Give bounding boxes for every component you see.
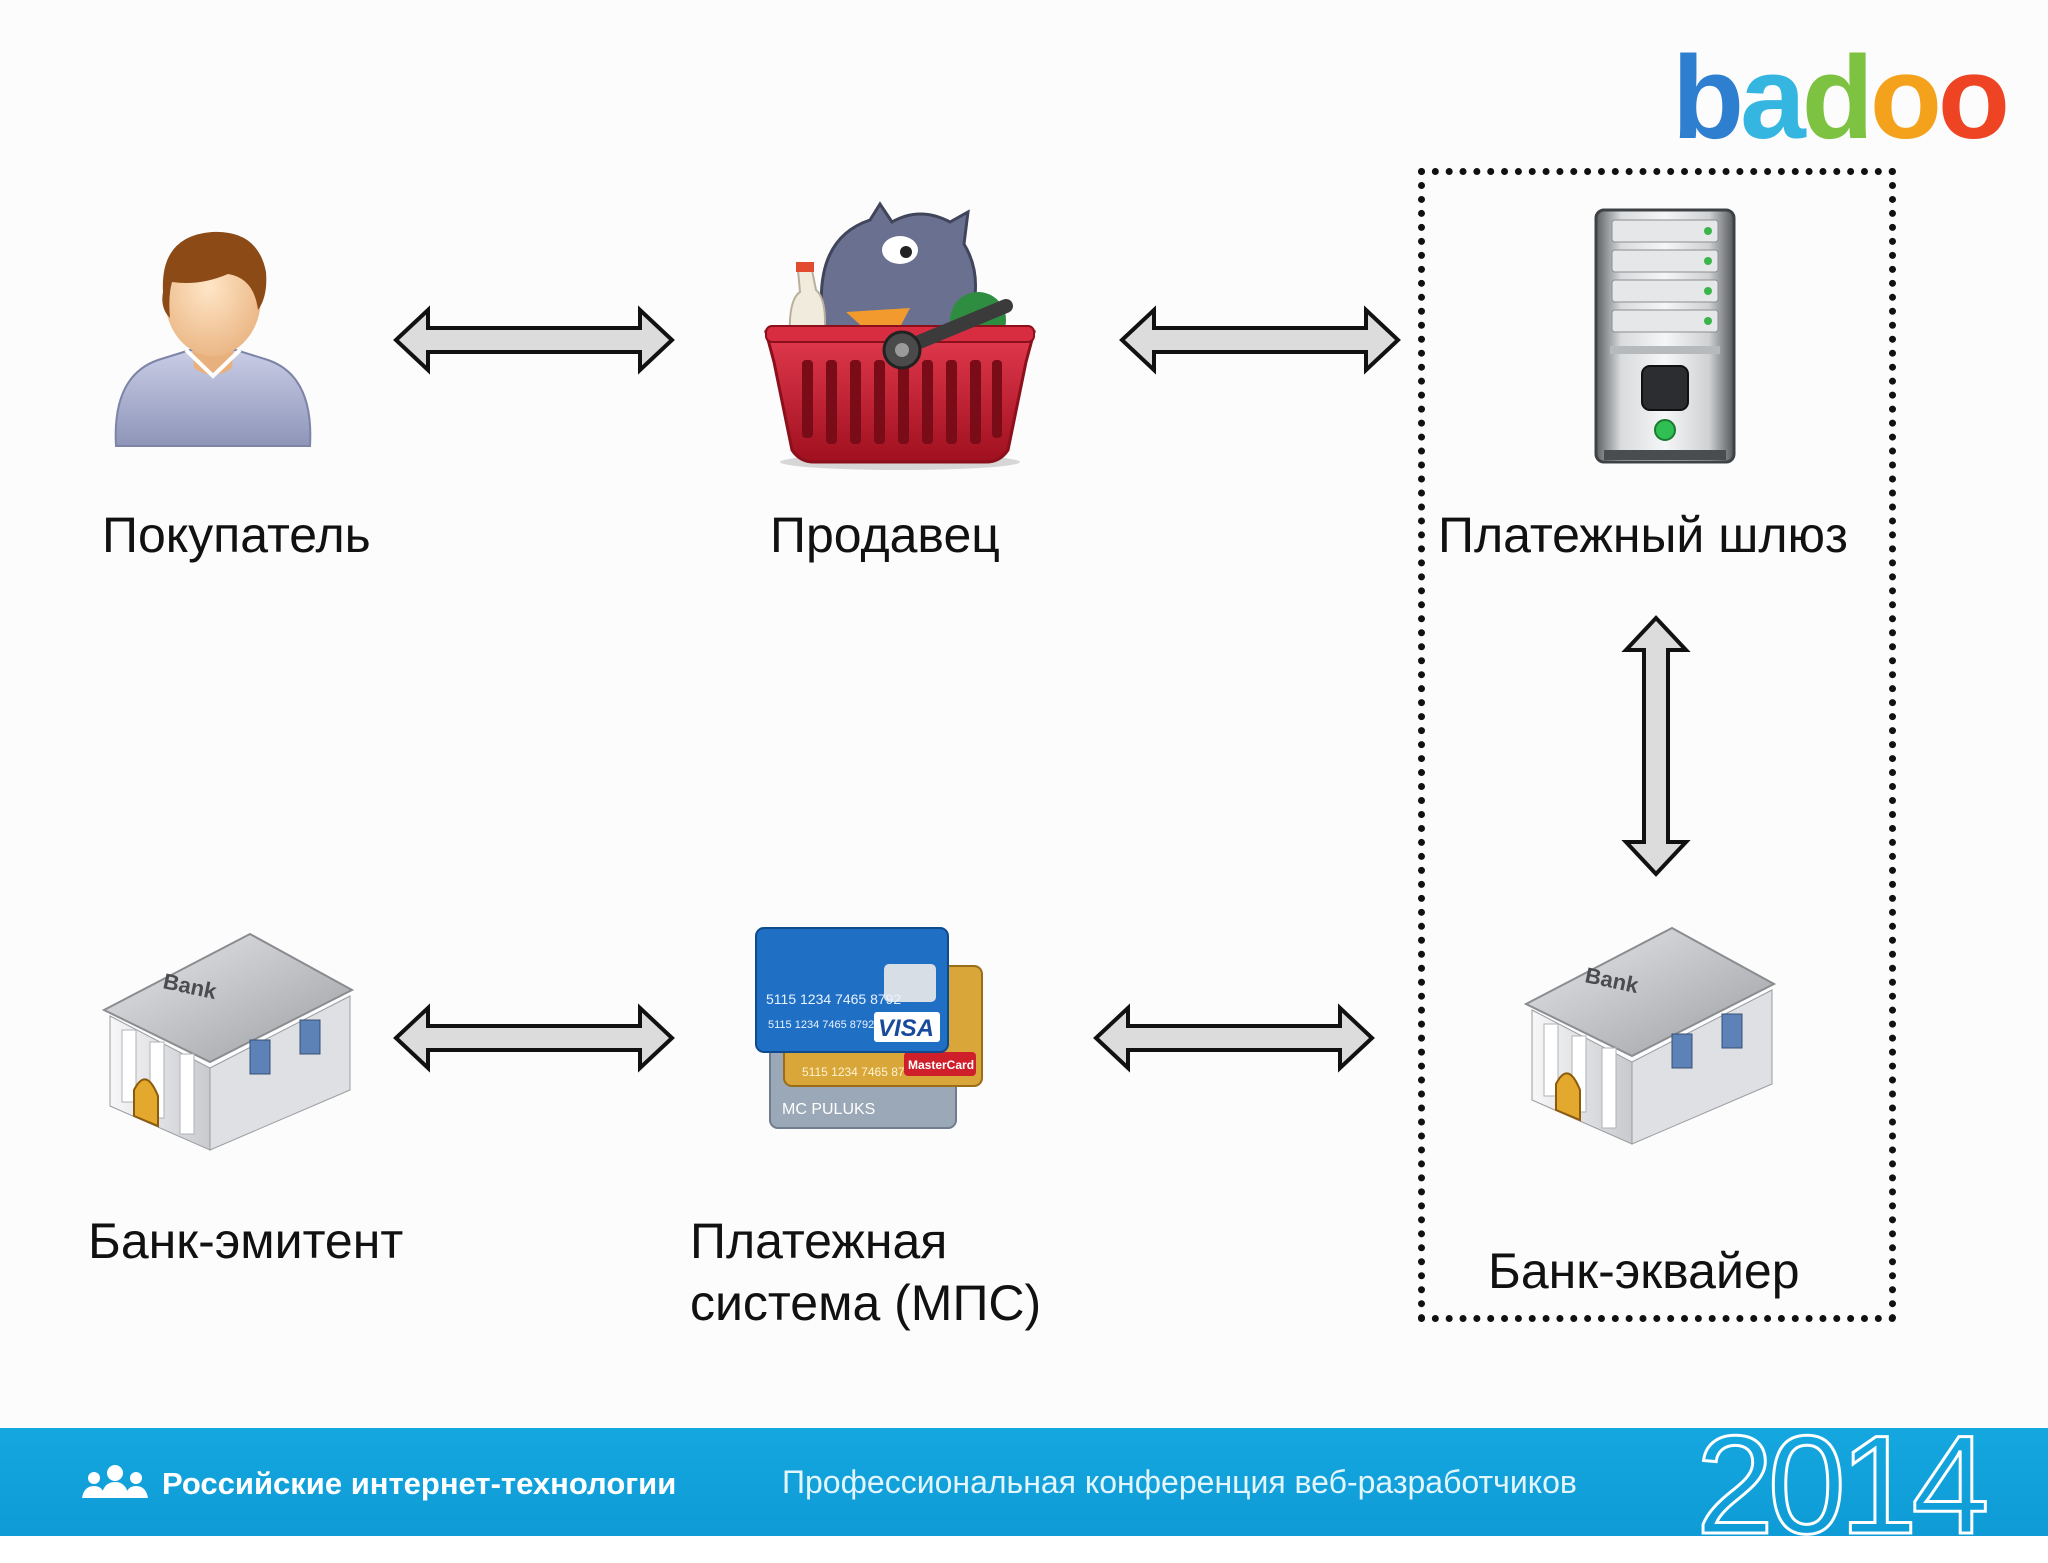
card-blue-number-small: 5115 1234 7465 8792	[768, 1019, 874, 1031]
card-blue-number: 5115 1234 7465 8792	[766, 991, 901, 1007]
mastercard-label: MasterCard	[908, 1058, 974, 1072]
footer-bar: Российские интернет-технологии Профессио…	[0, 1413, 2048, 1556]
footer-organization: Российские интернет-технологии	[162, 1466, 677, 1501]
card-back-name: MC PULUKS	[782, 1101, 875, 1118]
badoo-logo: badoo	[1672, 38, 2032, 158]
people-group-icon	[82, 1465, 148, 1498]
seller-label: Продавец	[770, 507, 1000, 563]
logo-letter-a: a	[1740, 32, 1806, 164]
logo-letter-o2: o	[1937, 32, 2010, 164]
acquiring-group-border	[1418, 168, 1896, 1322]
card-gold-number: 5115 1234 7465 8792	[802, 1065, 918, 1079]
arrow-seller-gateway	[1119, 305, 1401, 375]
logo-letter-d: d	[1801, 32, 1874, 164]
logo-letter-o1: o	[1869, 32, 1942, 164]
payment-cards-icon: MC PULUKS 5115 1234 7465 8792 MasterCard…	[755, 927, 983, 1129]
issuer-bank-icon: Bank	[101, 932, 355, 1151]
buyer-person-icon	[114, 231, 312, 447]
gateway-label: Платежный шлюз	[1438, 507, 1848, 563]
acquirer-bank-icon: Bank	[1523, 926, 1777, 1145]
arrow-issuer-mps	[393, 1003, 675, 1073]
gateway-server-icon	[1594, 208, 1736, 464]
seller-basket-icon	[764, 201, 1036, 470]
acquirer-label: Банк-эквайер	[1488, 1243, 1800, 1299]
mps-label-line1: Платежная	[690, 1213, 948, 1269]
arrow-buyer-seller	[393, 305, 675, 375]
mps-label-line2: система (МПС)	[690, 1275, 1042, 1331]
visa-label: VISA	[878, 1015, 934, 1042]
arrow-gateway-acquirer	[1621, 615, 1691, 877]
issuer-label: Банк-эмитент	[88, 1213, 404, 1269]
buyer-label: Покупатель	[102, 507, 371, 563]
footer-year: 2014	[1694, 1406, 1990, 1563]
arrow-mps-acquirer	[1093, 1003, 1375, 1073]
logo-letter-b: b	[1672, 32, 1744, 164]
footer-conference: Профессиональная конференция веб-разрабо…	[782, 1464, 1577, 1500]
